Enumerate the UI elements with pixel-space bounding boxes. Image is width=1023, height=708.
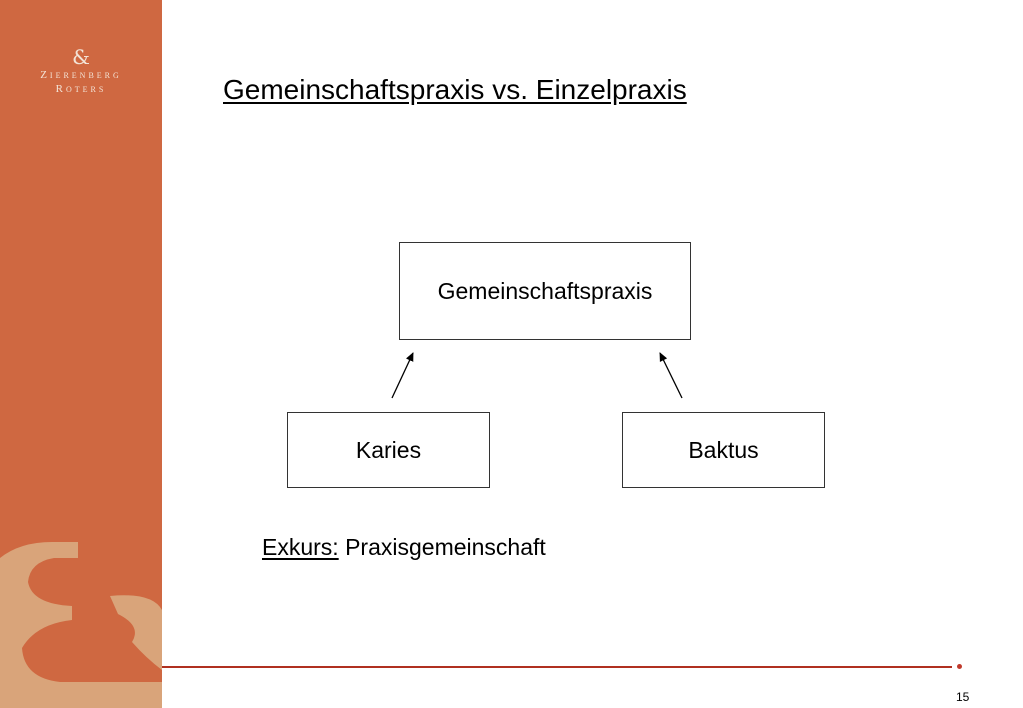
sidebar: & Zierenberg Roters [0, 0, 162, 708]
footer-rule-dot [957, 664, 962, 669]
footer-rule [162, 666, 952, 668]
exkurs-note: Exkurs: Praxisgemeinschaft [262, 534, 546, 561]
arrow-baktus-to-gemeinschaftspraxis [659, 352, 683, 399]
logo-line-2: Roters [55, 83, 107, 95]
page-number: 15 [956, 690, 970, 704]
box-baktus: Baktus [622, 412, 825, 488]
brand-logo: & Zierenberg Roters [0, 46, 162, 96]
logo-ampersand: & [72, 45, 90, 69]
exkurs-label: Exkurs: [262, 534, 339, 560]
logo-line-1: Zierenberg [40, 69, 122, 81]
exkurs-text: Praxisgemeinschaft [345, 534, 546, 560]
decorative-ampersand-icon [0, 542, 162, 708]
box-gemeinschaftspraxis-label: Gemeinschaftspraxis [437, 277, 653, 304]
slide-title: Gemeinschaftspraxis vs. Einzelpraxis [223, 74, 687, 105]
box-karies: Karies [287, 412, 490, 488]
box-baktus-label: Baktus [688, 436, 759, 463]
box-karies-label: Karies [355, 436, 422, 463]
arrow-karies-to-gemeinschaftspraxis [391, 352, 414, 399]
box-gemeinschaftspraxis: Gemeinschaftspraxis [399, 242, 691, 340]
